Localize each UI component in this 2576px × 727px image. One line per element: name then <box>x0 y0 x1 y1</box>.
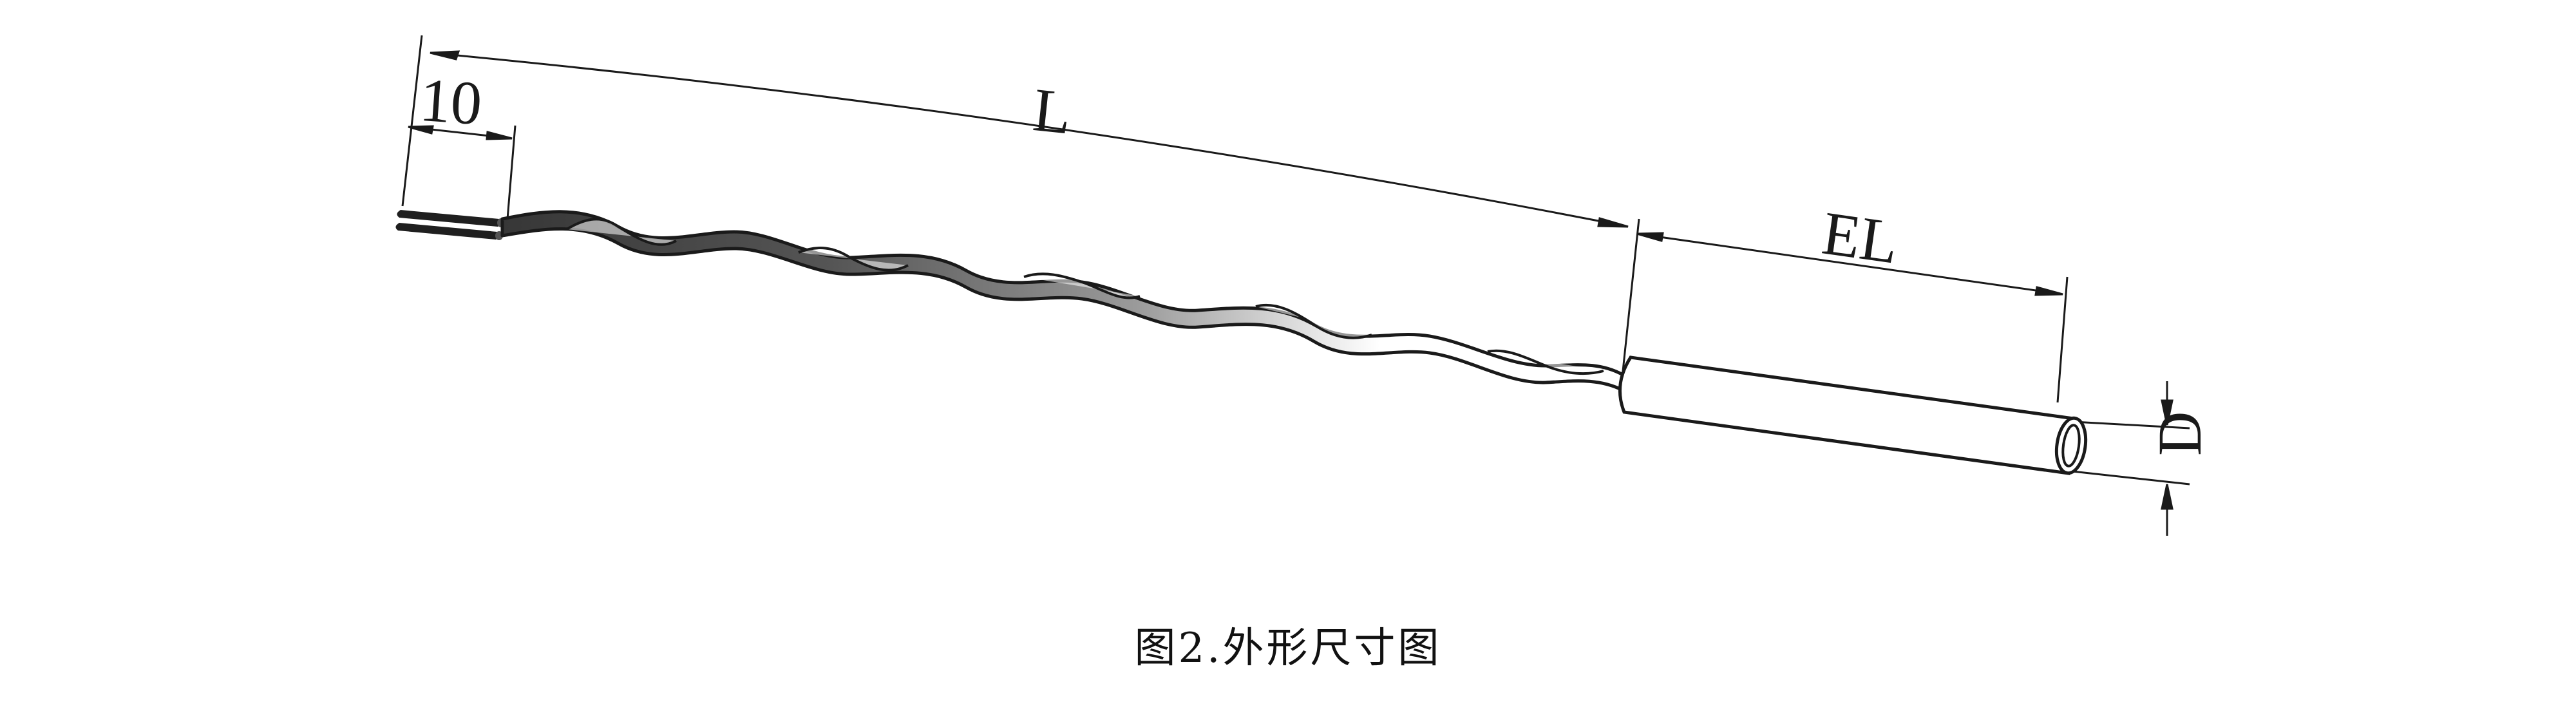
arrow-l-left <box>430 50 460 61</box>
arrow-10-right <box>486 131 513 140</box>
lead-wire-strand-b <box>565 218 1604 375</box>
sensor-sheath <box>1618 355 2088 475</box>
twisted-lead-wire <box>500 210 1625 392</box>
label-d: D <box>2145 411 2214 456</box>
ext-line-10-right <box>506 125 516 220</box>
arrow-l-right <box>1597 217 1629 228</box>
dimension-lines <box>408 50 2174 536</box>
sheath-end-face-inner <box>2061 424 2081 467</box>
ext-line-d-top <box>2073 420 2190 430</box>
dim-line-l <box>430 52 1629 228</box>
dim-line-el <box>1636 232 2063 296</box>
label-el: EL <box>1818 198 1902 277</box>
ext-line-left <box>401 35 423 207</box>
arrow-el-right <box>2034 286 2063 296</box>
figure-caption: 图2.外形尺寸图 <box>1134 625 1442 672</box>
ext-line-d-bottom <box>2060 469 2190 486</box>
label-10: 10 <box>418 65 484 138</box>
ext-line-el-left <box>1620 218 1640 384</box>
arrow-d-bottom <box>2161 484 2174 510</box>
wire-tips <box>395 210 505 240</box>
extension-lines <box>401 35 2190 486</box>
arrow-d-top <box>2161 399 2174 426</box>
lead-wire-strand-a <box>500 210 1625 392</box>
wire-tip-lower <box>395 223 500 240</box>
ext-line-el-right <box>2056 276 2069 403</box>
wire-tip-upper <box>397 210 502 227</box>
arrow-el-left <box>1636 232 1664 242</box>
arrow-10-left <box>408 125 434 135</box>
sheath-body <box>1618 355 2076 475</box>
label-l: L <box>1030 75 1075 147</box>
